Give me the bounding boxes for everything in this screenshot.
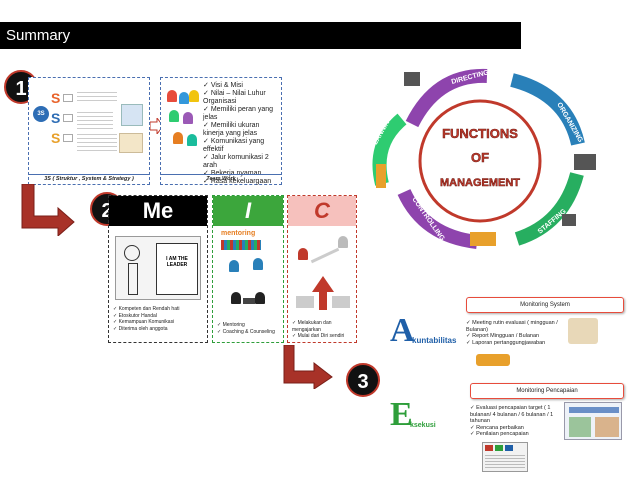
coaching-figures-icon bbox=[229, 258, 269, 276]
column-i: I mentoring Mentoring Coaching & Counsel… bbox=[212, 195, 284, 343]
me-item: Kompeten dan Rendah hati bbox=[113, 306, 207, 313]
teamwork-list: Visi & Misi Nilai – Nilai Luhur Organisa… bbox=[203, 82, 281, 186]
arc-staffing bbox=[514, 172, 584, 246]
teamwork-item: Bekerja nyaman bbox=[203, 170, 281, 178]
leader-sign-text: I AM THE LEADER bbox=[156, 243, 198, 295]
monitoring-pencapaian-item: Penilaian pencapaian bbox=[470, 431, 562, 438]
leader-path-icon bbox=[296, 236, 352, 266]
akuntabilitas-label: kuntabilitas bbox=[412, 336, 457, 345]
wordcloud-graphic bbox=[221, 240, 261, 250]
center-circle bbox=[418, 99, 542, 223]
monitoring-pencapaian-item: Rencana perbaikan bbox=[470, 425, 562, 432]
panel-teamwork: Visi & Misi Nilai – Nilai Luhur Organisa… bbox=[160, 77, 282, 185]
column-c-head: C bbox=[288, 196, 356, 226]
column-c: C Melakukan dan mengajarkan Mulai dari D… bbox=[287, 195, 357, 343]
badge-3s: 3S bbox=[33, 106, 49, 122]
mentoring-wordcloud: mentoring bbox=[221, 230, 256, 237]
teamwork-item: Visi & Misi bbox=[203, 82, 281, 90]
teamwork-item: Jalur komunikasi 2 arah bbox=[203, 154, 281, 170]
report-dashboard-thumbnail bbox=[564, 402, 622, 440]
i-item: Coaching & Counseling bbox=[217, 329, 283, 336]
teamwork-caption: Team Work bbox=[161, 174, 281, 184]
people-figures-icon bbox=[376, 72, 596, 246]
monitoring-system-item: Meeting rutin evaluasi ( mingguan / Bula… bbox=[466, 320, 572, 333]
red-arrow-crowd-icon bbox=[294, 276, 352, 310]
center-title-line-1: FUNCTIONS bbox=[442, 126, 518, 141]
text-lines-3 bbox=[77, 134, 117, 152]
l-arrow-1-icon bbox=[21, 184, 75, 236]
column-i-head: I bbox=[213, 196, 283, 226]
scorecard-thumbnail bbox=[482, 442, 528, 472]
arrow-shape-1 bbox=[63, 94, 73, 102]
eksekusi-letter: E bbox=[390, 396, 413, 433]
c-item: Melakukan dan mengajarkan bbox=[292, 320, 356, 333]
teamwork-item: Memiliki ukuran kinerja yang jelas bbox=[203, 122, 281, 138]
monitoring-system-list: Meeting rutin evaluasi ( mingguan / Bula… bbox=[466, 320, 572, 346]
c-list: Melakukan dan mengajarkan Mulai dari Dir… bbox=[292, 320, 356, 340]
panel-3s-caption: 3S ( Struktur , System & Strategy ) bbox=[29, 174, 149, 184]
me-list: Kompeten dan Rendah hati Etoskutor Handa… bbox=[113, 306, 207, 332]
org-chart-icon bbox=[121, 104, 143, 126]
arrow-shape-2 bbox=[63, 114, 73, 122]
functions-of-management-diagram: FUNCTIONS OF MANAGEMENT DIRECTING ORGANI… bbox=[370, 68, 596, 249]
arc-directing bbox=[405, 68, 488, 128]
monitoring-pencapaian-list: Evaluasi pencapaian target ( 1 bulanan/ … bbox=[470, 405, 562, 438]
center-title-line-2: OF bbox=[471, 150, 489, 165]
leader-sketch-image: I AM THE LEADER bbox=[115, 236, 201, 300]
teamwork-item: Nilai – Nilai Luhur Organisasi bbox=[203, 90, 281, 106]
step-3-badge: 3 bbox=[346, 363, 380, 397]
team-figures-icon bbox=[476, 354, 510, 366]
me-item: Kemampuan Komunikasi bbox=[113, 319, 207, 326]
panel-3s: 3S S S S 3S ( Struktur , System & Strate… bbox=[28, 77, 150, 185]
monitoring-system-item: Report Mingguan / Bulanan bbox=[466, 333, 572, 340]
l-arrow-2-icon bbox=[283, 345, 333, 389]
monitoring-system-item: Laporan pertanggungjawaban bbox=[466, 340, 572, 347]
meeting-table-icon bbox=[568, 318, 598, 344]
teamwork-item: Rasa kekeluargaan bbox=[203, 178, 281, 186]
monitoring-system-title: Monitoring System bbox=[466, 297, 624, 313]
letter-s-strategy: S bbox=[51, 130, 61, 146]
people-chart-icon bbox=[119, 133, 143, 153]
eksekusi-label: ksekusi bbox=[410, 422, 436, 429]
page-title: Summary bbox=[6, 27, 71, 44]
column-me: Me I AM THE LEADER Kompeten dan Rendah h… bbox=[108, 195, 208, 343]
letter-s-struktur: S bbox=[51, 90, 61, 106]
teamwork-puzzle-icon bbox=[165, 88, 201, 154]
teamwork-item: Komunikasi yang effektif bbox=[203, 138, 281, 154]
i-list: Mentoring Coaching & Counseling bbox=[217, 322, 283, 335]
me-item: Diterima oleh anggota bbox=[113, 326, 207, 333]
monitoring-pencapaian-title: Monitoring Pencapaian bbox=[470, 383, 624, 399]
akuntabilitas-letter: A bbox=[390, 312, 415, 349]
center-title-line-3: MANAGEMENT bbox=[440, 177, 520, 189]
teamwork-item: Memiliki peran yang jelas bbox=[203, 106, 281, 122]
letter-s-system: S bbox=[51, 110, 61, 126]
page-title-bar: Summary bbox=[0, 22, 521, 49]
text-lines-1 bbox=[77, 92, 117, 104]
arc-controlling bbox=[397, 188, 478, 249]
text-lines-2 bbox=[77, 112, 113, 130]
me-item: Etoskutor Handal bbox=[113, 313, 207, 320]
counseling-figures-icon bbox=[231, 288, 267, 310]
c-item: Mulai dari Diri sendiri bbox=[292, 333, 356, 340]
arc-organizing bbox=[510, 73, 585, 146]
monitoring-pencapaian-item: Evaluasi pencapaian target ( 1 bulanan/ … bbox=[470, 405, 562, 425]
i-item: Mentoring bbox=[217, 322, 283, 329]
column-me-head: Me bbox=[109, 196, 207, 226]
arrow-shape-3 bbox=[63, 134, 73, 142]
